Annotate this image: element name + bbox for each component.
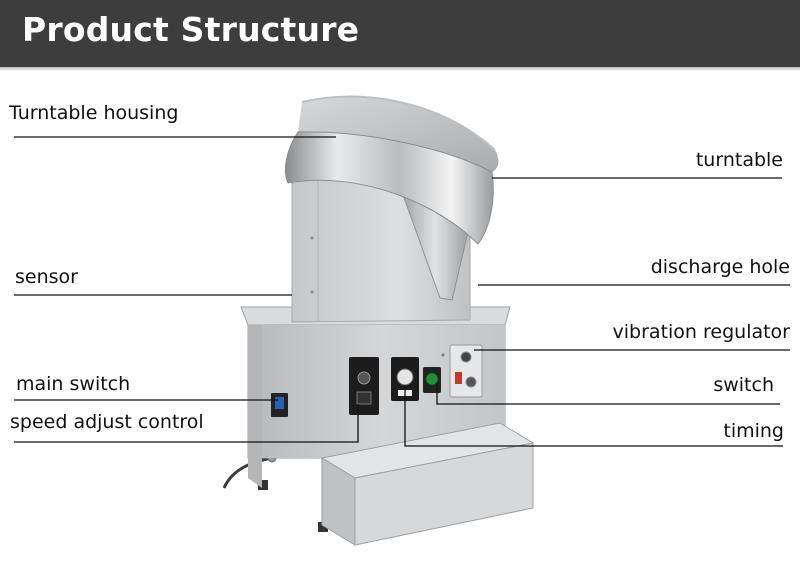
label-sensor: sensor bbox=[15, 266, 78, 288]
label-switch: switch bbox=[713, 374, 774, 396]
page-title: Product Structure bbox=[22, 10, 360, 49]
label-speed-adjust-control: speed adjust control bbox=[10, 411, 204, 433]
turntable-rim bbox=[301, 95, 496, 151]
switch-button bbox=[425, 372, 439, 386]
cabinet-front bbox=[262, 325, 505, 458]
label-turntable: turntable bbox=[695, 149, 783, 171]
speed-display bbox=[356, 391, 372, 405]
label-turntable-housing: Turntable housing bbox=[9, 102, 179, 124]
speed-knob bbox=[357, 371, 371, 385]
turntable-ring bbox=[284, 131, 494, 245]
cabinet-foot bbox=[318, 522, 328, 532]
power-cable bbox=[222, 456, 273, 489]
label-discharge-hole: discharge hole bbox=[650, 256, 790, 278]
timer-dial bbox=[396, 368, 414, 386]
label-timing: timing bbox=[723, 420, 784, 442]
label-main-switch: main switch bbox=[16, 373, 131, 395]
header-banner: Product Structure bbox=[0, 0, 800, 67]
vibration-knob bbox=[460, 351, 472, 363]
header-shadow bbox=[0, 67, 800, 71]
column-screw bbox=[310, 290, 314, 294]
leader-switch bbox=[436, 383, 780, 405]
turntable-top-surface bbox=[298, 96, 499, 172]
step-box-side bbox=[321, 457, 356, 546]
indicator-dot bbox=[441, 353, 445, 357]
column-screw bbox=[310, 236, 314, 240]
main-switch-rocker bbox=[275, 397, 284, 409]
vibration-knob-small bbox=[465, 376, 477, 388]
vibration-fuse bbox=[455, 372, 462, 384]
leader-speed-adjust-control bbox=[14, 404, 359, 443]
cabinet-side bbox=[248, 325, 262, 488]
label-vibration-regulator: vibration regulator bbox=[612, 321, 790, 343]
leader-timing bbox=[404, 385, 783, 447]
cabinet-foot bbox=[258, 480, 268, 490]
speed-control-panel bbox=[349, 357, 379, 415]
